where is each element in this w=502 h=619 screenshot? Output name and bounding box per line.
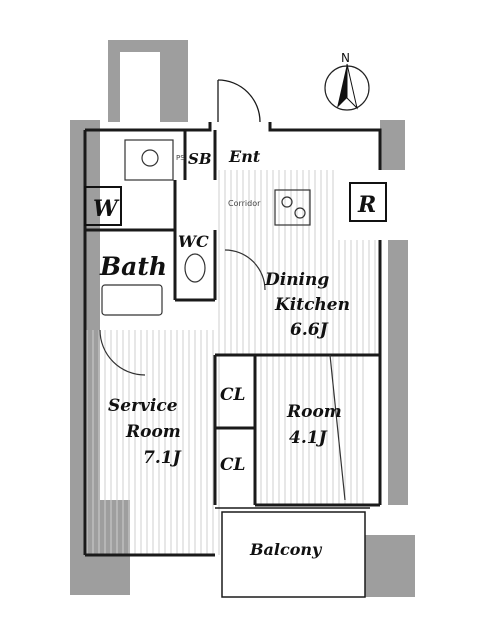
dining-size: 6.6J [290,320,329,340]
ps-label: PS [176,154,185,162]
wc-label: WC [178,232,209,251]
service-room-name-line2: Room [125,422,181,442]
r-marker: R [349,182,387,222]
balcony-label: Balcony [249,540,323,559]
fixtures [99,139,346,501]
compass-icon [324,63,370,111]
sb-label: SB [188,150,212,168]
service-room-name-line1: Service [108,396,178,416]
balcony-outline [215,507,370,598]
svg-text:W: W [93,196,120,222]
dining-name-line2: Kitchen [274,295,350,315]
bath-label: Bath [99,252,167,281]
w-marker: W [84,186,122,226]
cl-lower-label: CL [220,455,245,475]
dining-name-line1: Dining [264,270,329,290]
room-size: 4.1J [289,428,328,448]
service-room-size: 7.1J [143,448,182,468]
corridor-label: Corridor [228,199,261,208]
floor-hatching [85,170,380,555]
svg-text:R: R [357,192,376,218]
cl-upper-label: CL [220,385,245,405]
entrance-door [217,79,261,123]
ent-label: Ent [228,147,261,166]
room-name: Room [286,402,342,422]
walls [83,122,382,557]
compass-label: N [341,51,350,65]
